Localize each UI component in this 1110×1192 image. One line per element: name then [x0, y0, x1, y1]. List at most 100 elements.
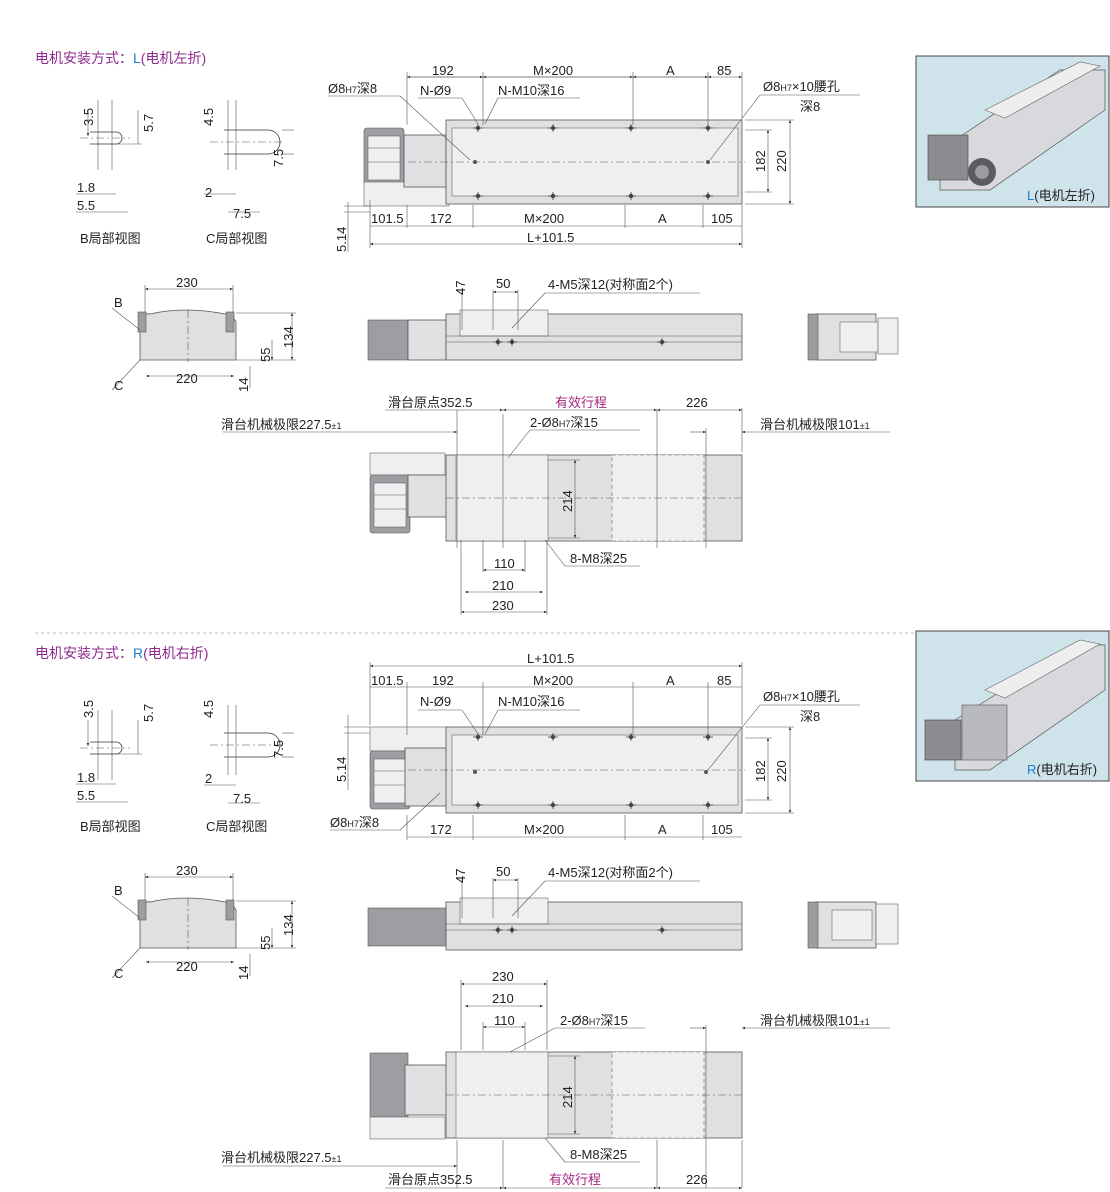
- product-photo-l: [915, 55, 1110, 208]
- product-photo-r: [915, 630, 1110, 782]
- dim-b-1-8-r: 1.8: [77, 770, 95, 785]
- dim-101-5: 101.5: [371, 211, 404, 226]
- dim-c-7-5: 7.5: [271, 149, 286, 167]
- hole-left-label: Ø8H7深8: [328, 81, 377, 96]
- m8-label-r: 8-M8深25: [570, 1147, 627, 1162]
- slot-depth-label-r: 深8: [800, 709, 820, 724]
- partial-view-b-r: [76, 709, 142, 803]
- dim-172: 172: [430, 211, 452, 226]
- dim-total: L+101.5: [527, 230, 574, 245]
- section-l: 电机安装方式：L(电机左折) 3.5 5.7 1.8 5.5 B局部视图 4.5…: [35, 50, 1110, 615]
- dim-182: 182: [753, 150, 768, 172]
- partial-view-c: [204, 100, 294, 213]
- pin-label: 2-Ø8H7深15: [530, 415, 598, 430]
- dim-220: 220: [774, 150, 789, 172]
- dim-c-2: 2: [205, 185, 212, 200]
- dim-b-1-8: 1.8: [77, 180, 95, 195]
- end-view-height: 134: [281, 326, 296, 348]
- m8-label: 8-M8深25: [570, 551, 627, 566]
- end-view-width-top: 230: [176, 275, 198, 290]
- dim-105-r: 105: [711, 822, 733, 837]
- side-view: [367, 290, 899, 361]
- top-view-r: [330, 662, 860, 840]
- dim-230: 230: [492, 598, 514, 613]
- dim-a-bottom: A: [658, 211, 667, 226]
- origin-label-r: 滑台原点352.5: [388, 1172, 473, 1187]
- dim-210-r: 210: [492, 991, 514, 1006]
- dim-110: 110: [494, 556, 515, 571]
- caption-c: C局部视图: [206, 231, 267, 246]
- dim-b-5-7: 5.7: [141, 114, 156, 132]
- dim-47: 47: [453, 281, 468, 295]
- limit-left-label: 滑台机械极限227.5±1: [221, 417, 342, 432]
- dim-50-r: 50: [496, 864, 510, 879]
- dim-214: 214: [560, 490, 575, 512]
- pin-label-r: 2-Ø8H7深15: [560, 1013, 628, 1028]
- stroke-view-r: [223, 980, 890, 1190]
- stroke-view: [223, 408, 890, 615]
- dim-a-bottom-r: A: [658, 822, 667, 837]
- m5-label-r: 4-M5深12(对称面2个): [548, 865, 673, 880]
- section-heading-prefix: 电机安装方式：L(电机左折): [35, 50, 206, 66]
- end-view-r: [111, 873, 296, 979]
- limit-left-label-r: 滑台机械极限227.5±1: [221, 1150, 342, 1165]
- label-c: C: [114, 378, 123, 393]
- dim-5-14-r: 5.14: [334, 757, 349, 782]
- slot-hole-label-r: Ø8H7×10腰孔: [763, 689, 840, 704]
- partial-view-b: [76, 99, 142, 213]
- origin-label: 滑台原点352.5: [388, 395, 473, 410]
- limit-right-label: 滑台机械极限101±1: [760, 417, 870, 432]
- dim-mx200-bottom: M×200: [524, 211, 564, 226]
- dim-230-r: 230: [492, 969, 514, 984]
- section-heading-prefix-r: 电机安装方式：R(电机右折): [35, 645, 208, 661]
- effective-stroke-label-r: 有效行程: [549, 1172, 601, 1187]
- dim-226-r: 226: [686, 1172, 708, 1187]
- dim-192: 192: [432, 63, 454, 78]
- hole-left-label-r: Ø8H7深8: [330, 815, 379, 830]
- dim-110-r: 110: [494, 1013, 515, 1028]
- dim-50: 50: [496, 276, 510, 291]
- dim-c-4-5-r: 4.5: [201, 700, 216, 718]
- label-b: B: [114, 295, 123, 310]
- dim-c-2-r: 2: [205, 771, 212, 786]
- label-b-r: B: [114, 883, 123, 898]
- dim-mx200-bottom-r: M×200: [524, 822, 564, 837]
- end-view-offset: 14: [236, 378, 251, 392]
- n-phi9-label: N-Ø9: [420, 83, 451, 98]
- end-view-width-bottom-r: 220: [176, 959, 198, 974]
- dim-b-5-7-r: 5.7: [141, 704, 156, 722]
- end-view-height-r: 134: [281, 914, 296, 936]
- slot-depth-label: 深8: [800, 99, 820, 114]
- dim-c-7-5b-r: 7.5: [233, 791, 251, 806]
- m5-label: 4-M5深12(对称面2个): [548, 277, 673, 292]
- top-view: [328, 72, 860, 252]
- dim-210: 210: [492, 578, 514, 593]
- dim-c-7-5b: 7.5: [233, 206, 251, 221]
- dim-226: 226: [686, 395, 708, 410]
- limit-right-label-r: 滑台机械极限101±1: [760, 1013, 870, 1028]
- caption-b-r: B局部视图: [80, 819, 141, 834]
- dim-182-r: 182: [753, 760, 768, 782]
- end-view-width-top-r: 230: [176, 863, 198, 878]
- partial-view-c-r: [204, 705, 294, 804]
- dim-b-3-5-r: 3.5: [81, 700, 96, 718]
- photo-caption-r: R(电机右折): [1027, 762, 1097, 777]
- end-view: [111, 285, 296, 391]
- dim-47-r: 47: [453, 869, 468, 883]
- dim-172-r: 172: [430, 822, 452, 837]
- dim-220-r: 220: [774, 760, 789, 782]
- dim-105: 105: [711, 211, 733, 226]
- n-m10-label-r: N-M10深16: [498, 694, 564, 709]
- dim-c-4-5: 4.5: [201, 108, 216, 126]
- label-c-r: C: [114, 966, 123, 981]
- dim-a-r: A: [666, 673, 675, 688]
- dim-85-r: 85: [717, 673, 731, 688]
- section-r: 电机安装方式：R(电机右折) 3.5 5.7 1.8 5.5 B局部视图 4.5…: [35, 630, 1110, 1190]
- slot-hole-label: Ø8H7×10腰孔: [763, 79, 840, 94]
- dim-192-r: 192: [432, 673, 454, 688]
- n-m10-label: N-M10深16: [498, 83, 564, 98]
- dim-b-5-5: 5.5: [77, 198, 95, 213]
- end-view-width-bottom: 220: [176, 371, 198, 386]
- dim-mx200: M×200: [533, 63, 573, 78]
